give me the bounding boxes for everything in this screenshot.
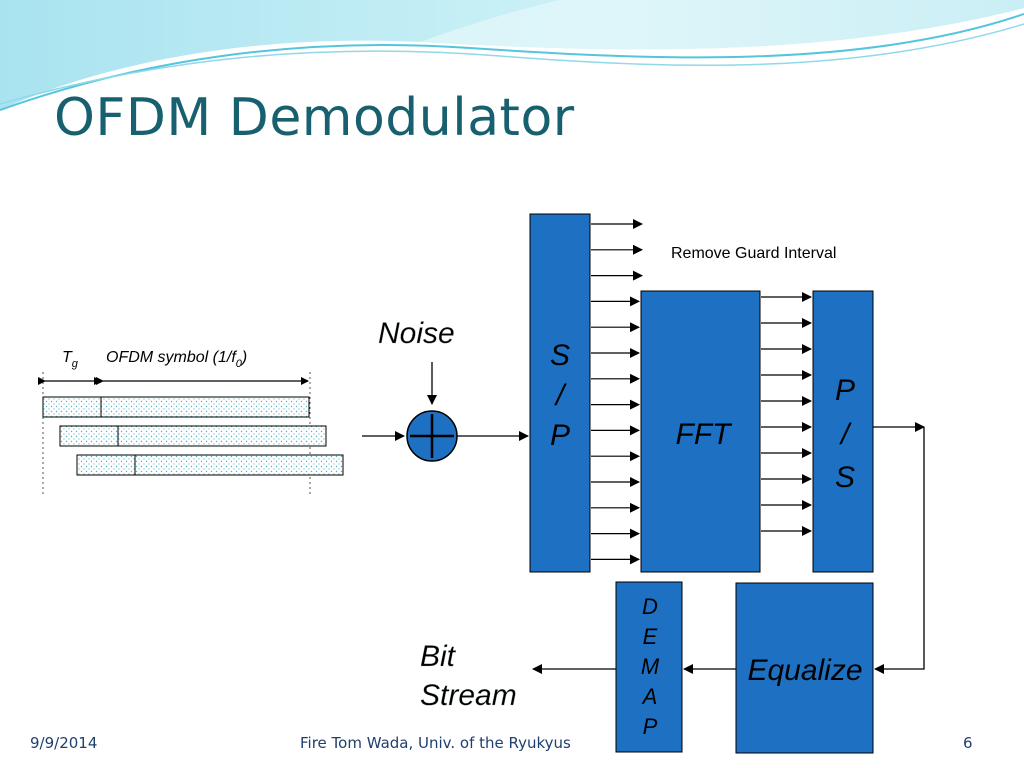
sp-block: S / P	[529, 213, 591, 573]
equalize-block: Equalize	[735, 582, 874, 754]
bitstream-label-line1: Bit	[420, 640, 457, 673]
noise-label: Noise	[378, 317, 455, 350]
demap-block: D E M A P	[615, 581, 683, 753]
footer-center: Fire Tom Wada, Univ. of the Ryukyus	[300, 734, 571, 752]
svg-text:P: P	[835, 374, 855, 407]
page-number: 6	[963, 734, 973, 752]
fft-block: FFT	[640, 290, 761, 573]
svg-text:E: E	[643, 624, 658, 649]
loop-to-equalize	[874, 427, 925, 674]
svg-text:A: A	[641, 684, 658, 709]
ps-block: P / S	[812, 290, 874, 573]
svg-text:P: P	[643, 714, 658, 739]
fft-output-arrows	[761, 292, 812, 536]
tg-label: Tg	[62, 349, 79, 370]
svg-text:S: S	[550, 339, 570, 372]
adder-icon	[406, 410, 458, 462]
svg-text:/: /	[554, 379, 567, 412]
svg-text:Equalize: Equalize	[747, 654, 862, 687]
bitstream-label-line2: Stream	[420, 679, 517, 712]
svg-text:M: M	[641, 654, 660, 679]
remove-guard-interval-label: Remove Guard Interval	[671, 245, 836, 262]
symbol-duration-label: OFDM symbol (1/f0)	[106, 349, 247, 370]
svg-text:/: /	[839, 418, 852, 451]
svg-text:FFT: FFT	[676, 418, 734, 451]
svg-text:P: P	[550, 419, 570, 452]
slide-title: OFDM Demodulator	[54, 88, 575, 148]
symbol-row-2	[59, 425, 327, 447]
sp-output-arrows	[591, 219, 643, 565]
symbol-row-1	[42, 396, 310, 418]
footer-date: 9/9/2014	[30, 734, 98, 752]
symbol-row-3	[76, 454, 344, 476]
svg-text:S: S	[835, 461, 855, 494]
header-wave-decoration	[0, 0, 1024, 111]
svg-text:D: D	[642, 594, 658, 619]
ofdm-symbol-timing-illustration: Tg OFDM symbol (1/f0)	[38, 349, 344, 496]
